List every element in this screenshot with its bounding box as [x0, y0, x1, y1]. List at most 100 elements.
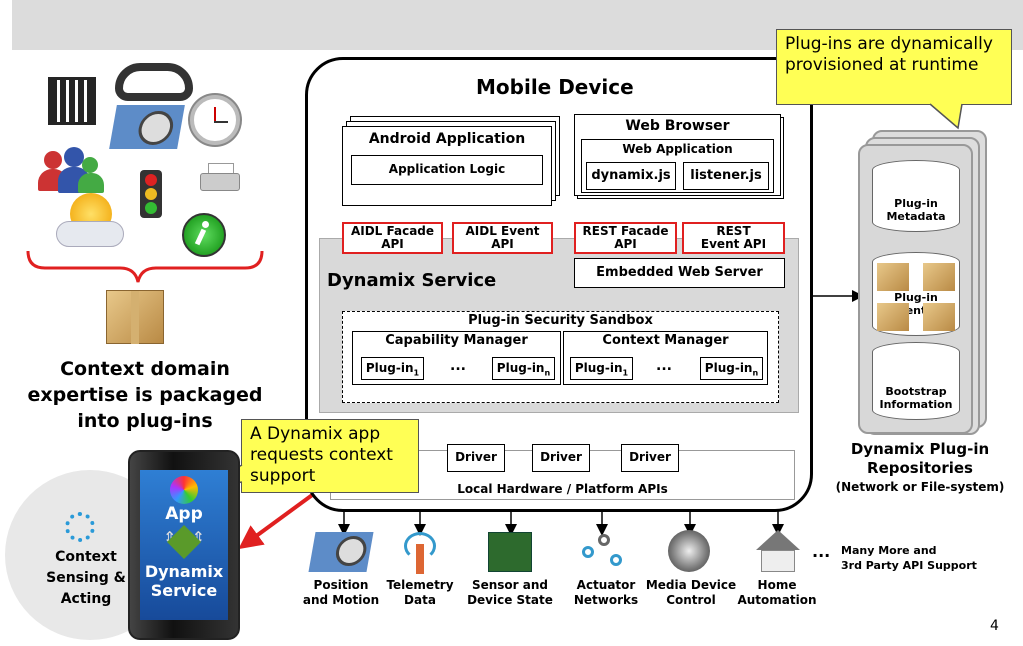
bottom-item-line1: Position: [313, 578, 369, 592]
bottom-item-line2: Device State: [467, 593, 553, 607]
phone-app-label: App: [165, 504, 203, 524]
driver-label: Driver: [540, 450, 582, 464]
traffic-light-icon: [140, 170, 162, 218]
phone-service-line1: Dynamix: [144, 562, 224, 581]
bottom-item-sensor: Sensor and Device State: [462, 578, 558, 608]
bottom-item-home: Home Automation: [734, 578, 820, 608]
plugin-sub: 1: [413, 368, 420, 378]
bottom-item-media: Media Device Control: [643, 578, 739, 608]
repo-subtitle: (Network or File-system): [835, 480, 1005, 494]
context-ellipsis: ...: [656, 358, 672, 374]
aidl-event-line1: AIDL Event: [465, 224, 540, 238]
runner-icon: [182, 213, 226, 257]
telemetry-icon: [400, 530, 440, 574]
sensor-icon: [488, 532, 532, 572]
bootstrap-line2: Information: [879, 398, 953, 411]
rest-facade-api: REST Facade API: [574, 222, 677, 254]
more-ellipsis: ...: [812, 542, 831, 561]
aidl-facade-line2: API: [381, 237, 404, 251]
bottom-item-line1: Actuator: [576, 578, 636, 592]
page-number: 4: [990, 618, 999, 634]
actuator-icon: [580, 532, 624, 572]
bottom-item-line1: Home: [757, 578, 797, 592]
embedded-web-server-box: Embedded Web Server: [574, 258, 785, 288]
capability-plugin-n: Plug-inn: [492, 357, 555, 380]
web-application-title: Web Application: [622, 142, 733, 156]
sensing-line2: Sensing &: [46, 570, 126, 586]
package-icon: [877, 263, 909, 291]
dynamix-js-label: dynamix.js: [591, 168, 671, 183]
more-line2: 3rd Party API Support: [841, 559, 977, 572]
dynamix-service-title: Dynamix Service: [327, 270, 497, 291]
sensing-line1: Context: [55, 549, 117, 565]
phone-screen: App ⇕ ⇕ Dynamix Service: [140, 470, 228, 620]
plugin-label: Plug-in: [704, 361, 753, 375]
capability-plugin-1: Plug-in1: [361, 357, 424, 380]
plugins-cylinder: Plug-in ent: [872, 252, 960, 336]
plugin-sub: 1: [622, 368, 629, 378]
web-browser-box: Web Browser Web Application dynamix.js l…: [574, 114, 781, 196]
app-flower-icon: [170, 476, 198, 504]
bottom-item-actuator: Actuator Networks: [568, 578, 644, 608]
plugin-label: Plug-in: [365, 361, 414, 375]
aidl-facade-api: AIDL Facade API: [342, 222, 443, 254]
context-manager-title: Context Manager: [602, 333, 729, 348]
qr-code-icon: [48, 77, 96, 125]
bottom-item-telemetry: Telemetry Data: [382, 578, 458, 608]
bottom-item-line1: Telemetry: [386, 578, 454, 592]
phone-body: App ⇕ ⇕ Dynamix Service: [128, 450, 240, 640]
plugin-label: Plug-in: [496, 361, 545, 375]
bottom-item-line2: and Motion: [302, 593, 380, 607]
bottom-item-line1: Media Device: [645, 578, 737, 592]
package-icon: [923, 303, 955, 331]
expertise-text: Context domain expertise is packaged int…: [27, 358, 263, 432]
more-line1: Many More and: [841, 544, 937, 557]
mobile-device-title: Mobile Device: [476, 75, 634, 99]
local-hardware-label: Local Hardware / Platform APIs: [457, 482, 668, 496]
bottom-item-position: Position and Motion: [298, 578, 384, 608]
plugin-sub: n: [544, 368, 551, 378]
android-app-box: Android Application Application Logic: [342, 126, 552, 206]
media-icon: [668, 530, 710, 572]
rest-event-api: REST Event API: [682, 222, 785, 254]
web-application-box: Web Application dynamix.js listener.js: [581, 139, 774, 193]
home-icon: [756, 530, 800, 574]
repo-title-line2: Repositories: [867, 459, 973, 477]
driver-2: Driver: [532, 444, 590, 472]
application-logic-label: Application Logic: [388, 162, 506, 176]
left-icon-cluster: [20, 55, 260, 257]
bottom-item-line2: Control: [666, 593, 716, 607]
driver-1: Driver: [447, 444, 505, 472]
repo-title-line1: Dynamix Plug-in: [850, 440, 990, 458]
package-icon: [877, 303, 909, 331]
application-logic-box: Application Logic: [351, 155, 543, 185]
sensing-icon: [65, 512, 95, 542]
driver-3: Driver: [621, 444, 679, 472]
aidl-facade-line1: AIDL Facade: [350, 224, 435, 238]
alarm-clock-icon: [190, 95, 240, 145]
sensing-line3: Acting: [60, 591, 112, 607]
plugin-label: Plug-in: [574, 361, 623, 375]
repo-plugins-line2: ent: [905, 304, 927, 317]
plugin-sub: n: [752, 368, 759, 378]
bootstrap-line1: Bootstrap: [885, 385, 947, 398]
listener-js-label: listener.js: [690, 168, 762, 183]
plugins-callout-text: Plug-ins are dynamically provisioned at …: [785, 34, 993, 75]
driver-label: Driver: [455, 450, 497, 464]
dynamix-js-box: dynamix.js: [586, 162, 676, 190]
bottom-item-line2: Data: [404, 593, 436, 607]
printer-icon: [200, 163, 240, 193]
phone-service-label: Dynamix Service: [140, 562, 228, 600]
sandbox-title: Plug-in Security Sandbox: [468, 313, 653, 328]
heart-strap-icon: [115, 63, 193, 101]
sensing-text: Context Sensing & Acting: [40, 547, 132, 610]
listener-js-box: listener.js: [683, 162, 769, 190]
context-plugin-n: Plug-inn: [700, 357, 763, 380]
repo-title: Dynamix Plug-in Repositories (Network or…: [825, 440, 1015, 497]
users-icon: [38, 147, 108, 197]
web-browser-title: Web Browser: [625, 118, 730, 134]
context-plugin-1: Plug-in1: [570, 357, 633, 380]
plugin-package-icon: [106, 290, 164, 344]
app-callout-text: A Dynamix app requests context support: [250, 424, 393, 486]
bootstrap-cylinder: Bootstrap Information: [872, 342, 960, 420]
